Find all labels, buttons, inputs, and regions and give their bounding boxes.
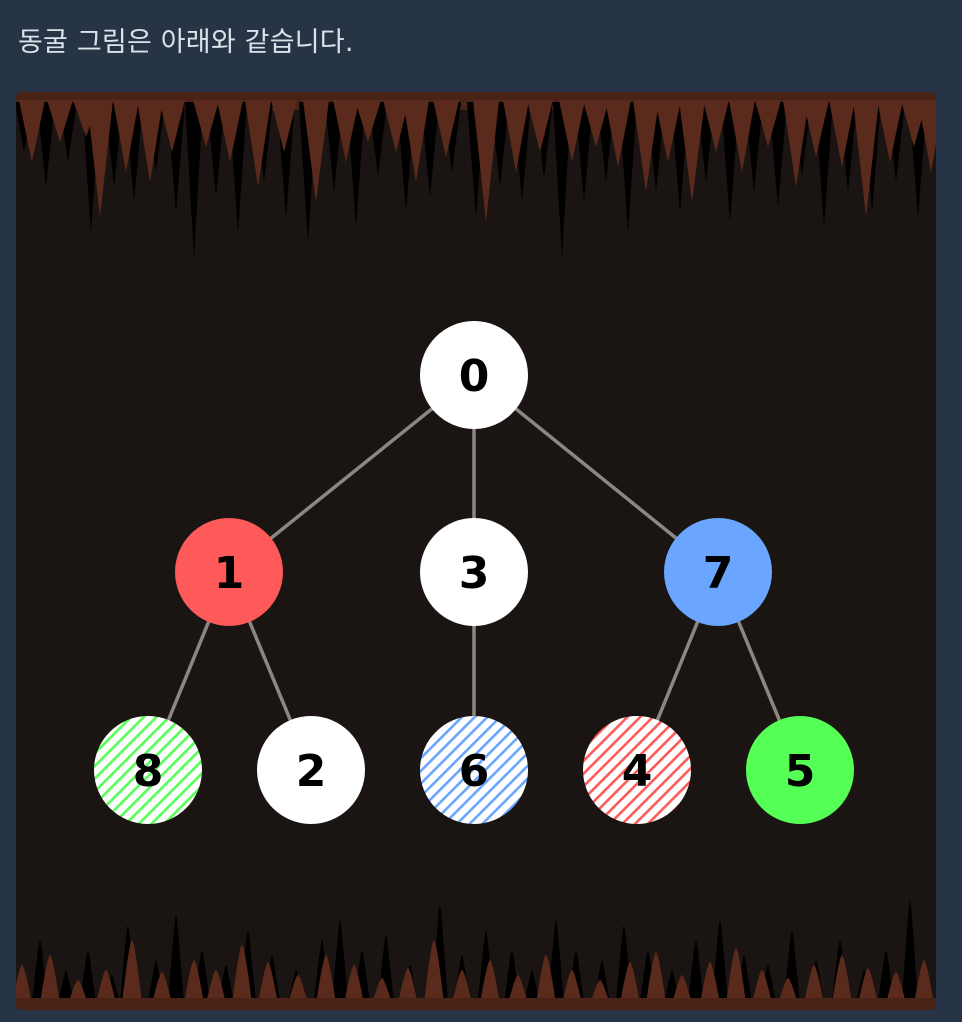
cave-svg: 0 1 3 7 8 2 6 4 5: [16, 92, 936, 1010]
node-3-label: 3: [459, 548, 490, 599]
node-6: 6: [420, 716, 528, 824]
node-1: 1: [175, 518, 283, 626]
cave-illustration: 0 1 3 7 8 2 6 4 5: [16, 92, 936, 1010]
node-0: 0: [420, 321, 528, 429]
node-4-label: 4: [622, 746, 653, 797]
node-8-circle: [94, 716, 202, 824]
node-5-circle: [746, 716, 854, 824]
node-2-circle: [257, 716, 365, 824]
node-0-circle: [420, 321, 528, 429]
node-4-circle: [583, 716, 691, 824]
node-6-circle: [420, 716, 528, 824]
node-8-label: 8: [133, 746, 164, 797]
node-7-label: 7: [703, 548, 734, 599]
node-1-circle: [175, 518, 283, 626]
node-5-label: 5: [785, 746, 816, 797]
node-1-label: 1: [214, 548, 245, 599]
node-7-circle: [664, 518, 772, 626]
tree-nodes: 0 1 3 7 8 2 6 4 5: [94, 321, 854, 824]
node-0-label: 0: [459, 351, 490, 402]
node-8: 8: [94, 716, 202, 824]
caption-text: 동굴 그림은 아래와 같습니다.: [18, 27, 354, 58]
node-3: 3: [420, 518, 528, 626]
stalactites: [16, 92, 936, 257]
node-7: 7: [664, 518, 772, 626]
node-3-circle: [420, 518, 528, 626]
node-4: 4: [583, 716, 691, 824]
node-2-label: 2: [296, 746, 327, 797]
node-5: 5: [746, 716, 854, 824]
node-2: 2: [257, 716, 365, 824]
stalagmites: [16, 900, 936, 1010]
node-6-label: 6: [459, 746, 490, 797]
